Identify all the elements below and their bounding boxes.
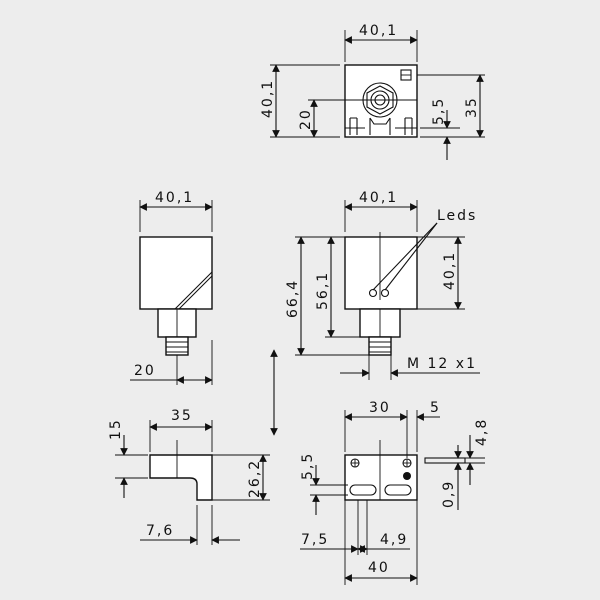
top-right-small-label: 5,5 (431, 97, 447, 125)
front-right-label: 40,1 (442, 251, 458, 290)
bracket-top-width-label: 30 (369, 400, 391, 416)
bracket-left-small-label: 5,5 (300, 452, 316, 480)
bracket-right-height-label: 26,2 (247, 459, 263, 498)
front-view-body (344, 236, 418, 310)
bracket-top-small-label: 5 (430, 400, 441, 416)
bracket-bottom-mid-label: 4,9 (380, 532, 408, 548)
side-width-label: 40,1 (155, 190, 194, 206)
bracket-right-lower-label: 0,9 (441, 480, 457, 508)
bracket-left: 35 15 26,2 7,6 (108, 408, 270, 545)
bracket-bottom-width-label: 40 (368, 560, 390, 576)
nut-hex (366, 85, 394, 115)
bracket-left-body (149, 454, 213, 501)
leds-label: Leds (437, 208, 477, 224)
front-width-label: 40,1 (359, 190, 398, 206)
bracket-right: 30 5 5,5 4,8 0,9 7,5 4,9 40 (300, 400, 490, 585)
bracket-bottom-left-label: 7,5 (301, 532, 329, 548)
top-right-label: 35 (464, 96, 480, 118)
front-height-total-label: 66,4 (285, 279, 301, 318)
top-view: 40,1 40,1 20 5,5 35 (260, 23, 485, 160)
top-view-body (344, 64, 418, 138)
top-height-label: 40,1 (260, 79, 276, 118)
front-height-body-label: 56,1 (315, 271, 331, 310)
thread-label: M 12 x1 (407, 356, 477, 372)
bracket-right-upper-label: 4,8 (474, 418, 490, 446)
side-bottom-label: 20 (134, 363, 156, 379)
front-view-right: Leds 40,1 66,4 56,1 40,1 M 12 x1 (285, 190, 480, 380)
top-width-label: 40,1 (359, 23, 398, 39)
side-view-left: 40,1 20 (130, 190, 213, 385)
top-offset-label: 20 (298, 108, 314, 130)
bracket-width-label: 35 (171, 408, 193, 424)
bracket-bottom-label: 7,6 (146, 523, 174, 539)
side-view-body (139, 236, 213, 310)
bracket-height-label: 15 (108, 418, 124, 440)
